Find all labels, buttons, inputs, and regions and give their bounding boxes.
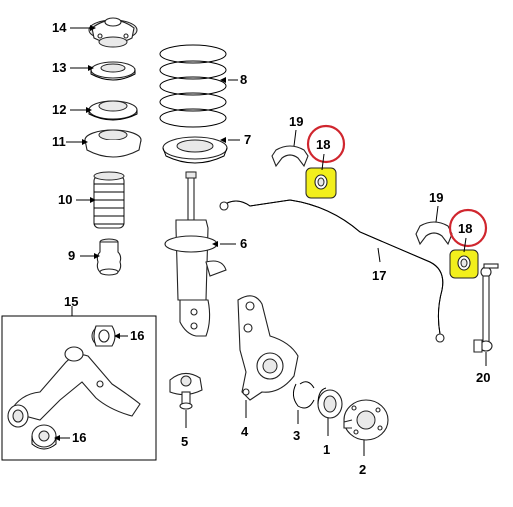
- part-bump-stop: [96, 238, 122, 276]
- part-control-arm-bushing-lower: [31, 424, 57, 450]
- part-coil-spring: [159, 44, 227, 128]
- callout-6: 6: [240, 236, 247, 251]
- part-strut-assembly: [164, 171, 227, 337]
- callout-16b: 16: [72, 430, 86, 445]
- part-bushing-bracket-right: [415, 221, 453, 246]
- part-top-mount: [88, 17, 138, 48]
- control-arm-inset-frame: [1, 315, 157, 461]
- part-lower-spring-seat: [162, 136, 228, 164]
- callout-circle-18a: [306, 124, 346, 164]
- callout-8: 8: [240, 72, 247, 87]
- callout-7: 7: [244, 132, 251, 147]
- part-bushing-bracket-left: [271, 145, 309, 168]
- part-stabilizer-bar: [219, 199, 445, 343]
- part-spring-insulator: [84, 129, 142, 158]
- part-steering-knuckle: [237, 295, 299, 401]
- callout-5: 5: [181, 434, 188, 449]
- callout-1: 1: [323, 442, 330, 457]
- callout-9: 9: [68, 248, 75, 263]
- callout-14: 14: [52, 20, 67, 35]
- callout-18a: 18: [316, 137, 330, 152]
- callout-20: 20: [476, 370, 490, 385]
- part-dust-boot: [93, 171, 125, 229]
- callout-15: 15: [64, 294, 78, 309]
- part-ball-joint: [169, 372, 203, 410]
- callout-12: 12: [52, 102, 66, 117]
- callout-17: 17: [372, 268, 386, 283]
- callout-4: 4: [241, 424, 249, 439]
- callout-11: 11: [52, 134, 66, 149]
- part-stabilizer-link: [473, 263, 499, 353]
- callout-16a: 16: [130, 328, 144, 343]
- callout-18b: 18: [458, 221, 472, 236]
- callout-19a: 19: [289, 114, 303, 129]
- callout-19b: 19: [429, 190, 443, 205]
- part-wheel-hub: [343, 399, 389, 441]
- part-lower-control-arm: [7, 346, 141, 428]
- part-control-arm-bushing-upper: [91, 325, 116, 347]
- part-snap-ring: [292, 381, 315, 409]
- part-stabilizer-bushing-left: [305, 167, 337, 199]
- part-upper-spring-seat: [88, 100, 138, 121]
- callout-10: 10: [58, 192, 72, 207]
- callout-2: 2: [359, 462, 366, 477]
- part-mount-bearing: [90, 61, 136, 81]
- part-wheel-bearing: [317, 387, 343, 419]
- part-stabilizer-bushing-right: [449, 249, 479, 279]
- callout-3: 3: [293, 428, 300, 443]
- callout-13: 13: [52, 60, 66, 75]
- callout-circle-18b: [448, 208, 488, 248]
